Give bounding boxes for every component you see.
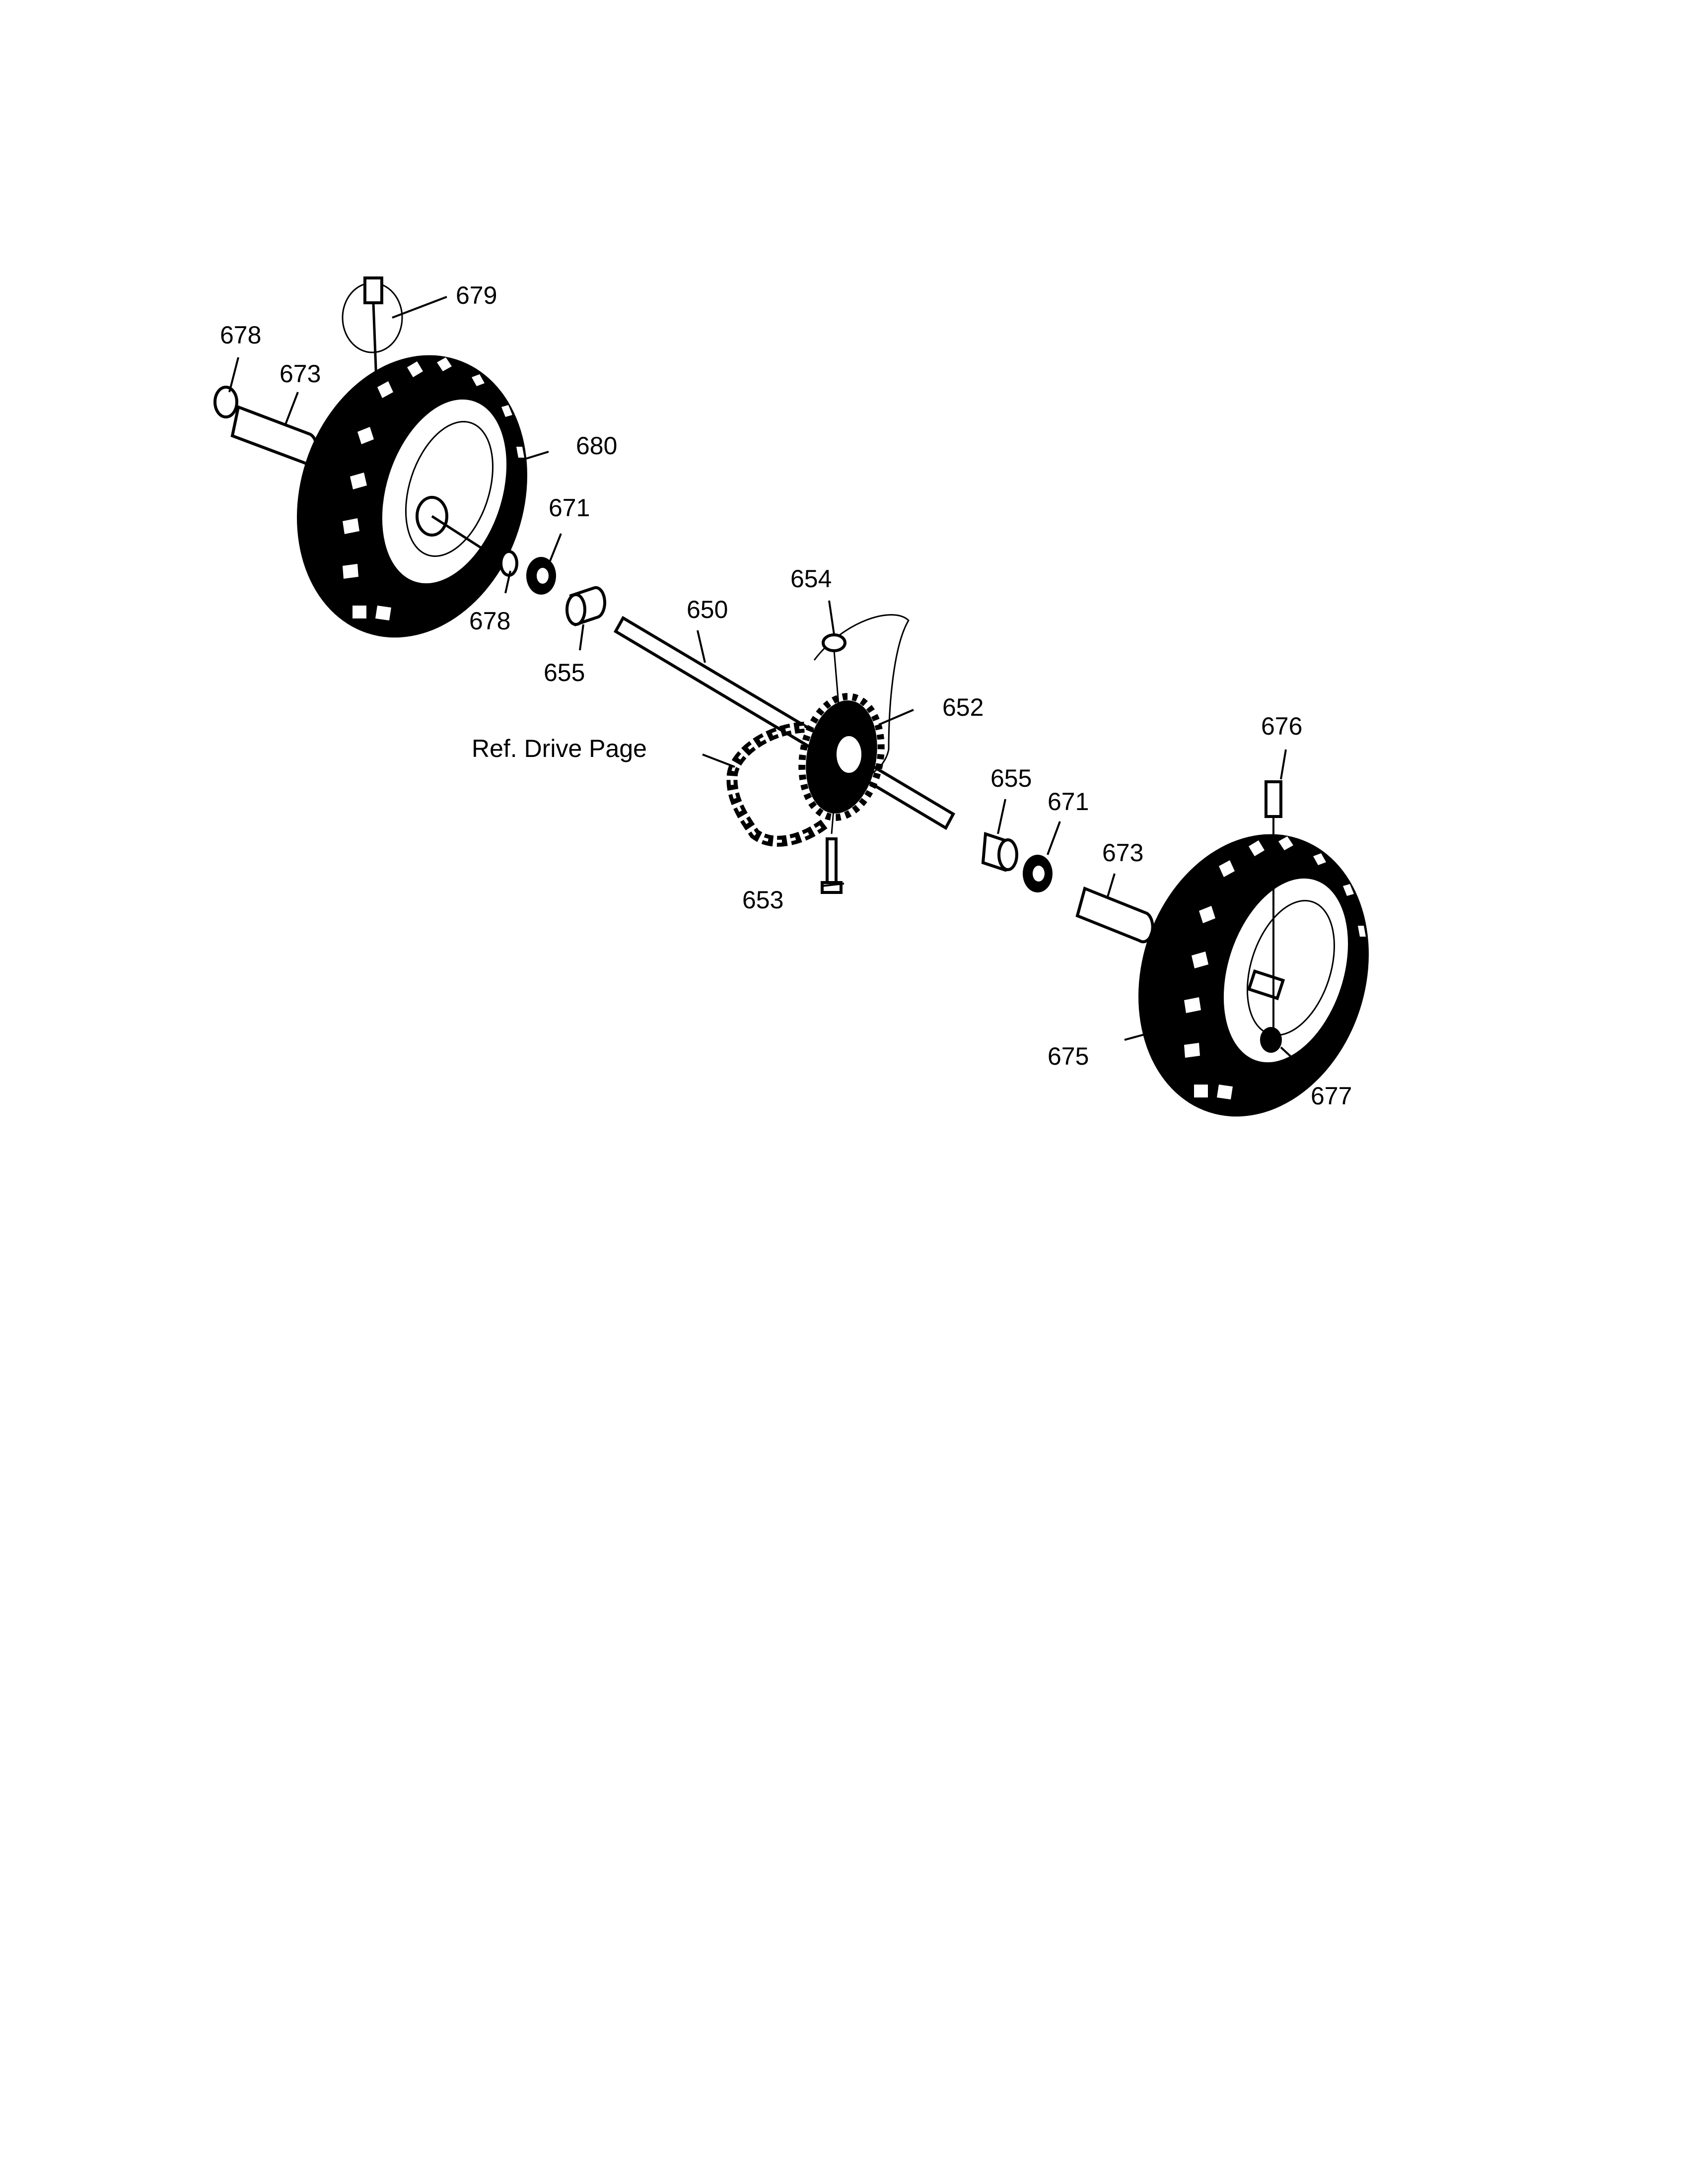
e-clip-678-inner: [499, 550, 518, 577]
callout-labels: 679 678 673 680 671 678 655 650 654 652 …: [220, 281, 1352, 1110]
callout-652: 652: [942, 693, 984, 721]
callout-679: 679: [456, 281, 497, 309]
callout-653: 653: [742, 886, 783, 914]
callout-650: 650: [687, 596, 728, 623]
right-wheel-assembly: [981, 780, 1369, 1117]
callout-655-right: 655: [990, 764, 1032, 792]
left-wheel-assembly: [213, 276, 607, 638]
callout-654: 654: [790, 565, 832, 593]
sprocket-652: [798, 693, 885, 821]
axle-650: [613, 615, 955, 830]
callout-673-right: 673: [1102, 839, 1143, 867]
axle-pin-673-left: [230, 405, 318, 465]
callout-671-left: 671: [549, 494, 590, 522]
callout-676: 676: [1261, 712, 1302, 740]
callout-680: 680: [576, 432, 617, 460]
tire-680: [297, 355, 527, 638]
axle-pin-673-right: [1075, 886, 1154, 944]
tire-675: [1138, 834, 1369, 1117]
callout-675: 675: [1048, 1042, 1089, 1070]
drive-chain: [726, 722, 828, 847]
bolt-676: [1265, 780, 1282, 1037]
bolt-653: [821, 804, 843, 894]
e-clip-678-outer: [213, 386, 238, 418]
callout-671-right: 671: [1048, 788, 1089, 816]
washer-671-left: [526, 557, 556, 595]
bearing-655-left: [565, 586, 607, 626]
leader-lines: [228, 296, 1317, 1081]
callout-673-left: 673: [280, 360, 321, 388]
bracket-outline: [813, 614, 910, 781]
callout-678-inner: 678: [469, 607, 510, 635]
washer-671-right: [1023, 855, 1053, 892]
callout-678-outer: 678: [220, 321, 261, 349]
callout-ref-drive-page: Ref. Drive Page: [472, 735, 647, 762]
callout-677: 677: [1311, 1082, 1352, 1110]
bearing-655-right: [981, 831, 1018, 872]
nut-654: [822, 633, 846, 710]
callout-655-left: 655: [544, 659, 585, 686]
axle-assembly: [613, 614, 955, 894]
